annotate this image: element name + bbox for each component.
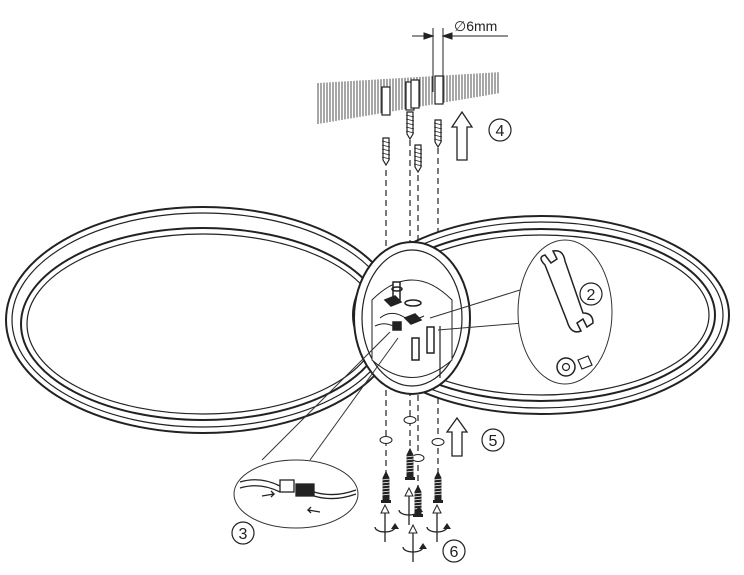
step-label-4: 4 bbox=[496, 123, 505, 140]
rotate-icon bbox=[398, 486, 423, 525]
rotate-icon bbox=[402, 523, 427, 562]
step-label-3: 3 bbox=[239, 526, 248, 543]
screw bbox=[433, 470, 443, 503]
wrench-detail bbox=[517, 239, 613, 385]
washers bbox=[379, 416, 445, 462]
wall-anchor bbox=[433, 119, 443, 149]
wrench-icon bbox=[540, 249, 594, 333]
screw bbox=[405, 447, 415, 480]
drill-holes bbox=[381, 75, 444, 116]
left-ring bbox=[5, 206, 401, 434]
leader-lines bbox=[261, 289, 524, 461]
wall-anchors bbox=[381, 111, 443, 174]
connector-icon bbox=[239, 479, 357, 514]
wall-anchor bbox=[381, 137, 391, 167]
dimension-label: ∅6mm bbox=[454, 18, 497, 34]
step-label-5: 5 bbox=[489, 433, 498, 450]
step-labels: 2 3 4 5 6 bbox=[239, 123, 596, 561]
step-markers bbox=[231, 118, 603, 563]
wall-anchor bbox=[405, 111, 415, 141]
connector-detail bbox=[233, 459, 359, 529]
wall-anchor bbox=[413, 144, 423, 174]
step-label-6: 6 bbox=[450, 544, 459, 561]
step-label-2: 2 bbox=[587, 287, 596, 304]
screws bbox=[381, 447, 443, 517]
rotate-icons bbox=[374, 486, 451, 562]
rotate-icon bbox=[426, 503, 451, 542]
drill-dimension bbox=[412, 28, 508, 92]
arrow-up-icon bbox=[445, 110, 474, 457]
mounting-canopy bbox=[353, 241, 471, 395]
rotate-icon bbox=[374, 503, 399, 542]
screw bbox=[381, 470, 391, 503]
